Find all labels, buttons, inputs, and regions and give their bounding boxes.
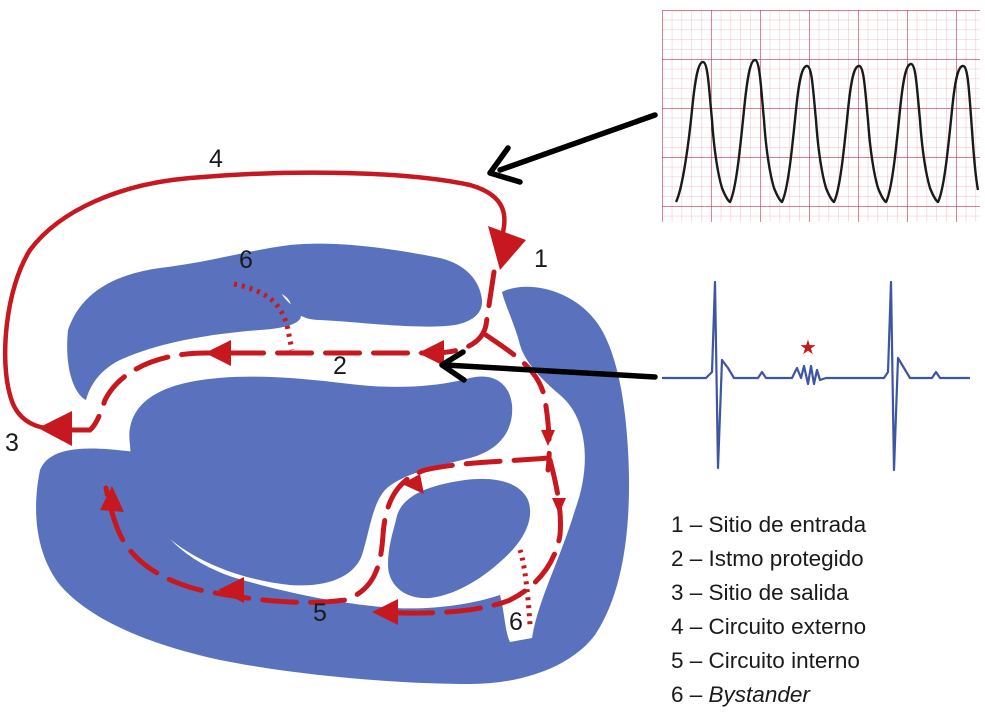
reentry-circuit: [2, 170, 566, 626]
bystander-bottom-path: [517, 549, 533, 626]
ecg-pointer-arrowhead: [487, 145, 523, 185]
legend-text: Bystander: [708, 682, 810, 707]
legend-text: Sitio de salida: [708, 580, 849, 605]
legend-sep: –: [683, 580, 709, 605]
ecg-pointer-arrow: [497, 112, 658, 173]
legend-num: 4: [671, 614, 684, 639]
legend-sep: –: [683, 546, 709, 571]
entry-arrowhead: [488, 226, 526, 270]
legend-sep: –: [683, 682, 709, 707]
isthmus-arrowhead-2: [205, 340, 231, 366]
legend-item-bystander: 6 – Bystander: [671, 678, 866, 712]
outer-circuit-path: [2, 170, 507, 431]
legend-text: Circuito externo: [708, 614, 867, 639]
ecg-strip: [662, 10, 980, 222]
isthmus-path: [67, 269, 497, 433]
legend-text: Istmo protegido: [708, 546, 864, 571]
pointer-arrows: [439, 112, 658, 383]
scar-tissue: [36, 243, 630, 684]
legend-num: 1: [671, 512, 684, 537]
inner-descending-path: [483, 332, 552, 473]
legend-item-outer: 4 – Circuito externo: [671, 610, 866, 644]
inner-arrowhead-1: [402, 474, 424, 494]
legend-sep: –: [683, 512, 709, 537]
legend-num: 2: [671, 546, 684, 571]
electrogram: [662, 280, 970, 472]
legend-item-entry: 1 – Sitio de entrada: [671, 508, 866, 542]
label-bystander-bottom: 6: [509, 608, 523, 636]
legend-item-isthmus: 2 – Istmo protegido: [671, 542, 866, 576]
electrogram-trace: [662, 280, 970, 472]
label-bystander-top: 6: [239, 246, 253, 274]
scar-inner-island: [388, 478, 531, 599]
inner-circuit-path: [103, 455, 551, 605]
late-potential-star: ★: [799, 335, 817, 359]
legend-text: Sitio de entrada: [708, 512, 867, 537]
electrogram-pointer-arrowhead: [439, 349, 467, 383]
exit-arrowhead: [38, 411, 72, 446]
legend: 1 – Sitio de entrada 2 – Istmo protegido…: [671, 508, 866, 712]
inner-arrowhead-4: [372, 599, 398, 625]
legend-num: 5: [671, 648, 684, 673]
electrogram-pointer-arrow: [442, 362, 658, 380]
legend-text: Circuito interno: [708, 648, 860, 673]
label-inner-circuit: 5: [313, 599, 327, 627]
label-outer-circuit: 4: [209, 145, 223, 173]
legend-item-inner: 5 – Circuito interno: [671, 644, 866, 678]
legend-num: 6: [671, 682, 684, 707]
legend-num: 3: [671, 580, 684, 605]
descending-arrowhead: [541, 430, 555, 446]
isthmus-arrowhead-1: [418, 340, 444, 366]
label-isthmus: 2: [333, 352, 347, 380]
bystander-top-path: [233, 281, 295, 351]
scar-central-mass: [129, 376, 513, 586]
label-entry-site: 1: [534, 245, 548, 273]
label-exit-site: 3: [5, 429, 19, 457]
legend-sep: –: [683, 614, 709, 639]
scar-upper-mass: [67, 243, 483, 400]
ecg-trace: [674, 58, 980, 204]
inner-arrowhead-2: [218, 577, 244, 603]
legend-item-exit: 3 – Sitio de salida: [671, 576, 866, 610]
inner-arrowhead-3: [100, 486, 124, 512]
legend-sep: –: [683, 648, 709, 673]
inner-arrowhead-5: [552, 498, 566, 514]
